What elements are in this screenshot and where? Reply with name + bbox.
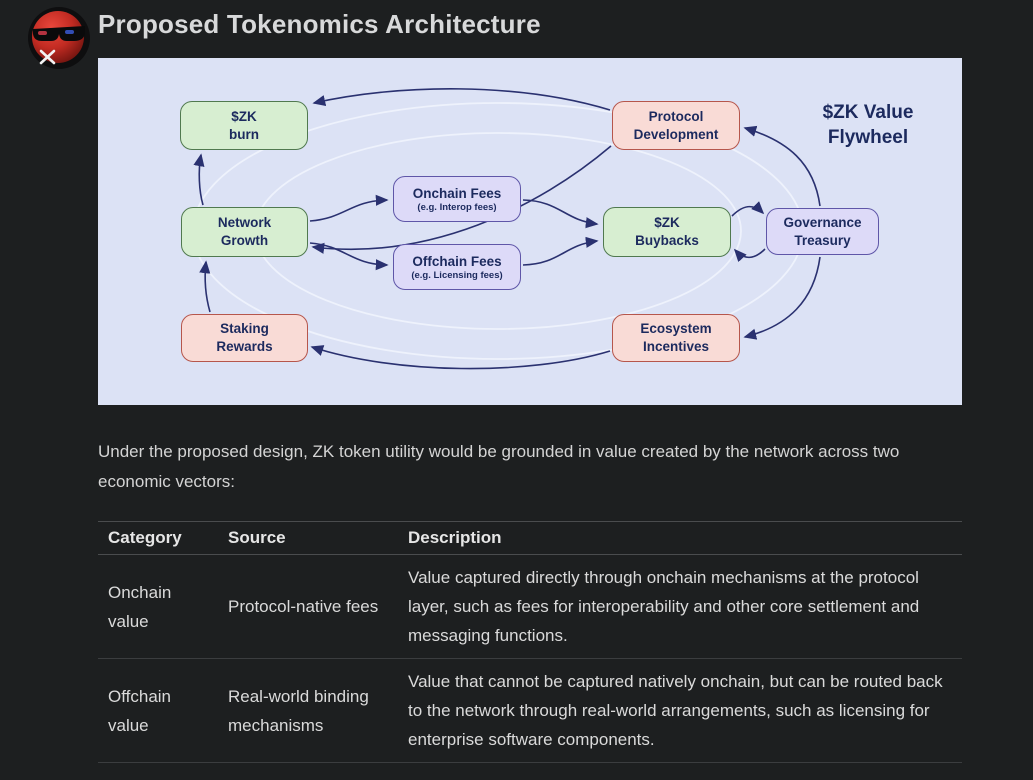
value-vectors-table: Category Source Description Onchain valu… xyxy=(98,521,962,763)
node-sublabel: (e.g. Licensing fees) xyxy=(411,270,503,282)
node-label: Buybacks xyxy=(635,233,699,248)
col-header-description: Description xyxy=(398,521,962,555)
node-network-growth: Network Growth xyxy=(181,207,308,257)
node-label: Incentives xyxy=(642,339,710,354)
node-label: $ZK xyxy=(654,215,680,231)
flywheel-title: $ZK Value Flywheel xyxy=(788,100,948,150)
node-label: Governance xyxy=(783,214,862,230)
avatar[interactable] xyxy=(27,6,91,70)
avatar-image xyxy=(28,7,90,69)
node-label: $ZK xyxy=(231,108,257,124)
node-label: Onchain Fees xyxy=(412,185,502,201)
sunglasses-icon xyxy=(33,26,85,41)
cell-description: Value that cannot be captured natively o… xyxy=(398,658,962,763)
node-zk-buybacks: $ZK Buybacks xyxy=(603,207,731,257)
arrow-offchain-fees-to-zk-buybacks xyxy=(522,236,599,266)
post-page: Proposed Tokenomics Architecture xyxy=(27,6,962,763)
col-header-source: Source xyxy=(218,521,398,555)
node-ecosystem-incentives: Ecosystem Incentives xyxy=(612,314,740,362)
cell-description: Value captured directly through onchain … xyxy=(398,554,962,659)
node-label: Ecosystem xyxy=(640,321,712,337)
cell-source: Real-world binding mechanisms xyxy=(218,658,398,763)
flywheel-title-line1: $ZK Value xyxy=(822,102,914,123)
table-row: Offchain value Real-world binding mechan… xyxy=(98,658,962,763)
arrow-network-growth-to-offchain-fees xyxy=(309,242,389,271)
node-label: burn xyxy=(229,126,259,142)
arrow-network-growth-to-onchain-fees xyxy=(309,194,389,222)
node-zk-burn: $ZK burn xyxy=(180,101,308,150)
arrow-protocol-development-to-zk-burn xyxy=(312,88,611,111)
node-governance-treasury: Governance Treasury xyxy=(766,208,879,255)
cell-category: Onchain value xyxy=(98,554,218,659)
intro-paragraph: Under the proposed design, ZK token util… xyxy=(98,442,900,491)
node-label: Growth xyxy=(220,233,269,248)
tokenomics-flywheel-diagram: $ZK burn Protocol Development Onchain Fe… xyxy=(98,58,962,405)
arrow-protocol-development-to-network-growth xyxy=(311,145,612,254)
arrow-ecosystem-incentives-to-staking-rewards xyxy=(310,345,611,370)
table-header-row: Category Source Description xyxy=(98,521,962,555)
cell-category: Offchain value xyxy=(98,658,218,763)
flywheel-title-line2: Flywheel xyxy=(827,127,909,148)
arrow-governance-treasury-to-ecosystem-incentives xyxy=(743,256,821,340)
arrow-zk-buybacks-to-governance-treasury xyxy=(731,201,765,217)
node-sublabel: (e.g. Interop fees) xyxy=(417,202,497,214)
arrow-network-growth-to-zk-burn xyxy=(193,153,205,206)
node-label: Offchain Fees xyxy=(412,253,502,269)
node-label: Rewards xyxy=(216,339,273,354)
node-label: Protocol xyxy=(648,108,704,124)
node-label: Network xyxy=(217,215,272,231)
table-row: Onchain value Protocol-native fees Value… xyxy=(98,554,962,659)
arrow-governance-treasury-to-protocol-development xyxy=(743,125,821,207)
node-label: Staking xyxy=(220,321,269,337)
node-protocol-development: Protocol Development xyxy=(612,101,740,150)
cell-source: Protocol-native fees xyxy=(218,554,398,659)
node-staking-rewards: Staking Rewards xyxy=(181,314,308,362)
crossed-swords-icon xyxy=(39,49,56,65)
node-label: Treasury xyxy=(794,232,851,248)
arrow-staking-rewards-to-network-growth xyxy=(199,260,211,313)
node-offchain-fees: Offchain Fees (e.g. Licensing fees) xyxy=(393,244,521,290)
col-header-category: Category xyxy=(98,521,218,555)
arrow-onchain-fees-to-zk-buybacks xyxy=(522,199,599,229)
node-onchain-fees: Onchain Fees (e.g. Interop fees) xyxy=(393,176,521,222)
arrow-governance-treasury-to-zk-buybacks xyxy=(733,248,766,263)
node-label: Development xyxy=(633,126,719,142)
page-title: Proposed Tokenomics Architecture xyxy=(98,9,541,39)
